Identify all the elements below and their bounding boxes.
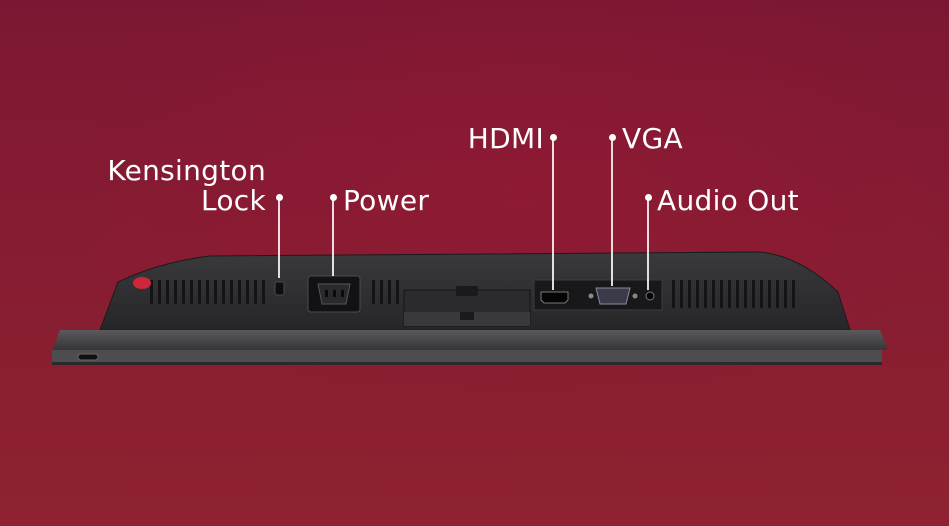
kensington-slot [274,281,285,296]
hdmi-port [540,291,569,304]
vent-mid [372,280,399,304]
audio-port [645,291,655,301]
red-control-button [133,277,151,289]
label-vga: VGA [622,122,683,155]
vga-leader [611,140,613,286]
hdmi-leader [552,140,554,290]
front-port [77,353,99,361]
vga-port [595,287,631,305]
audio-out-dot [645,194,652,201]
vent-right [672,280,795,308]
audio-out-leader [647,200,649,290]
label-hdmi: HDMI [467,122,544,155]
vga-dot [609,134,616,141]
label-kensington-line1: Kensington [107,154,266,187]
vent-left [150,280,265,304]
power-dot [330,194,337,201]
monitor-rim [52,330,888,352]
power-leader [332,200,334,276]
hdmi-dot [550,134,557,141]
label-kensington-line2: Lock [200,184,266,217]
kensington-dot [276,194,283,201]
monitor-front-bezel [52,350,882,364]
label-audio-out: Audio Out [657,184,799,217]
label-power: Power [343,184,430,217]
kensington-leader [278,200,280,278]
